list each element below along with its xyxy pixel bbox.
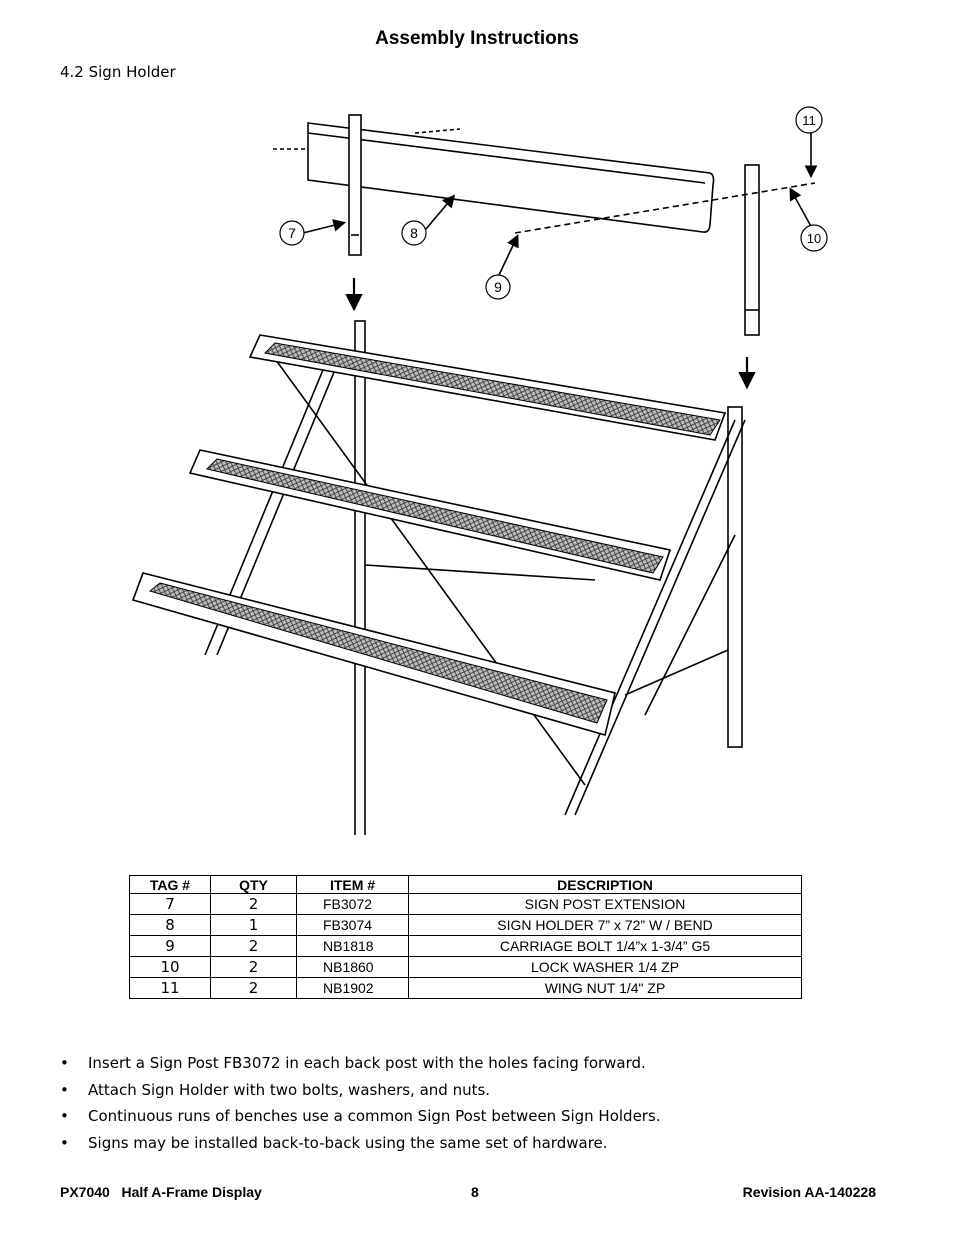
svg-text:11: 11: [802, 113, 816, 128]
callout-11: 11: [795, 106, 823, 134]
cell-description: CARRIAGE BOLT 1/4”x 1-3/4” G5: [408, 935, 802, 957]
cell-item: FB3072: [296, 893, 409, 915]
cell-item: FB3074: [296, 914, 409, 936]
bullet-icon: •: [60, 1107, 69, 1126]
svg-text:8: 8: [410, 225, 418, 241]
bullet-icon: •: [60, 1134, 69, 1153]
table-row: 10 2 NB1860 LOCK WASHER 1/4 ZP: [129, 956, 802, 978]
list-item: • Signs may be installed back-to-back us…: [60, 1130, 661, 1157]
callout-8: 8: [401, 220, 427, 246]
table-row: 7 2 FB3072 SIGN POST EXTENSION: [129, 893, 802, 915]
cell-item: NB1818: [296, 935, 409, 957]
cell-description: LOCK WASHER 1/4 ZP: [408, 956, 802, 978]
parts-table: TAG # QTY ITEM # DESCRIPTION 7 2 FB3072 …: [129, 875, 802, 999]
footer-product: PX7040 Half A-Frame Display: [60, 1184, 262, 1200]
table-header-row: TAG # QTY ITEM # DESCRIPTION: [129, 875, 802, 894]
cell-qty: 2: [210, 956, 297, 978]
instruction-text: Insert a Sign Post FB3072 in each back p…: [88, 1054, 646, 1072]
section-heading: 4.2 Sign Holder: [60, 63, 176, 81]
callout-9: 9: [485, 274, 511, 300]
cell-qty: 2: [210, 977, 297, 999]
table-row: 11 2 NB1902 WING NUT 1/4" ZP: [129, 977, 802, 999]
cell-tag: 10: [129, 956, 211, 978]
cell-description: SIGN HOLDER 7” x 72” W / BEND: [408, 914, 802, 936]
svg-text:7: 7: [288, 225, 296, 241]
assembly-illustration: 7 8 9 10 11: [131, 106, 828, 835]
header-description: DESCRIPTION: [408, 875, 802, 894]
header-qty: QTY: [210, 875, 297, 894]
cell-tag: 7: [129, 893, 211, 915]
list-item: • Attach Sign Holder with two bolts, was…: [60, 1077, 661, 1104]
header-tag: TAG #: [129, 875, 211, 894]
list-item: • Continuous runs of benches use a commo…: [60, 1103, 661, 1130]
cell-tag: 9: [129, 935, 211, 957]
instruction-list: • Insert a Sign Post FB3072 in each back…: [60, 1050, 661, 1157]
instruction-text: Continuous runs of benches use a common …: [88, 1107, 661, 1126]
table-row: 9 2 NB1818 CARRIAGE BOLT 1/4”x 1-3/4” G5: [129, 935, 802, 957]
cell-tag: 8: [129, 914, 211, 936]
cell-item: NB1902: [296, 977, 409, 999]
list-item: • Insert a Sign Post FB3072 in each back…: [60, 1050, 661, 1077]
cell-qty: 2: [210, 893, 297, 915]
footer-revision: Revision AA-140228: [742, 1184, 876, 1200]
bullet-icon: •: [60, 1080, 69, 1099]
instruction-text: Signs may be installed back-to-back usin…: [88, 1134, 608, 1153]
svg-text:9: 9: [494, 279, 502, 295]
callout-10: 10: [800, 224, 828, 252]
cell-tag: 11: [129, 977, 211, 999]
callout-7: 7: [279, 220, 305, 246]
instruction-text: Attach Sign Holder with two bolts, washe…: [88, 1080, 491, 1099]
cell-qty: 1: [210, 914, 297, 936]
table-row: 8 1 FB3074 SIGN HOLDER 7” x 72” W / BEND: [129, 914, 802, 936]
footer-page-number: 8: [471, 1184, 479, 1200]
bullet-icon: •: [60, 1054, 69, 1072]
page-title: Assembly Instructions: [375, 28, 579, 49]
cell-item: NB1860: [296, 956, 409, 978]
cell-description: SIGN POST EXTENSION: [408, 893, 802, 915]
cell-qty: 2: [210, 935, 297, 957]
cell-description: WING NUT 1/4" ZP: [408, 977, 802, 999]
svg-text:10: 10: [807, 231, 821, 246]
header-item: ITEM #: [296, 875, 409, 894]
